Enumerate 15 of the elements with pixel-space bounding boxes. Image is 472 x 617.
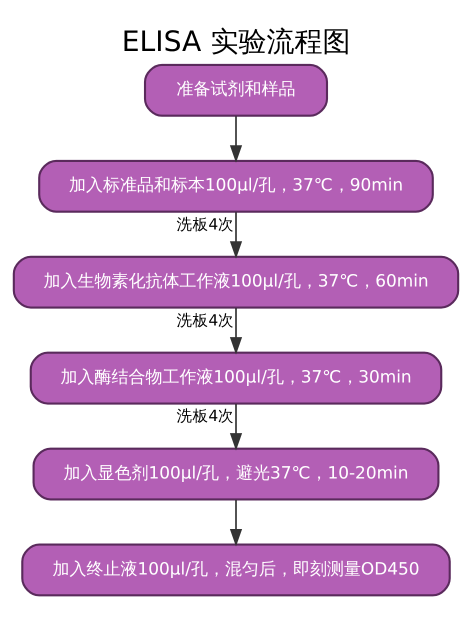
node-box: 准备试剂和样品 <box>144 63 328 116</box>
arrow <box>230 499 242 546</box>
node-box: 加入显色剂100μl/孔，避光37℃，10-20min <box>32 447 440 500</box>
arrow <box>230 308 242 354</box>
edge-label: 洗板4次 <box>176 406 234 425</box>
node-box: 加入终止液100μl/孔，混匀后，即刻测量OD450 <box>21 543 451 596</box>
node-box: 加入生物素化抗体工作液100μl/孔，37℃，60min <box>12 255 460 308</box>
edge-label: 洗板4次 <box>176 214 234 233</box>
diagram-title: ELISA 实验流程图 <box>122 24 350 58</box>
arrow <box>230 404 242 450</box>
arrow <box>230 116 242 162</box>
arrow <box>230 212 242 258</box>
node-box: 加入标准品和标本100μl/孔，37℃，90min <box>38 159 434 212</box>
edge-label: 洗板4次 <box>176 310 234 329</box>
node-box: 加入酶结合物工作液100μl/孔，37℃，30min <box>30 351 442 404</box>
